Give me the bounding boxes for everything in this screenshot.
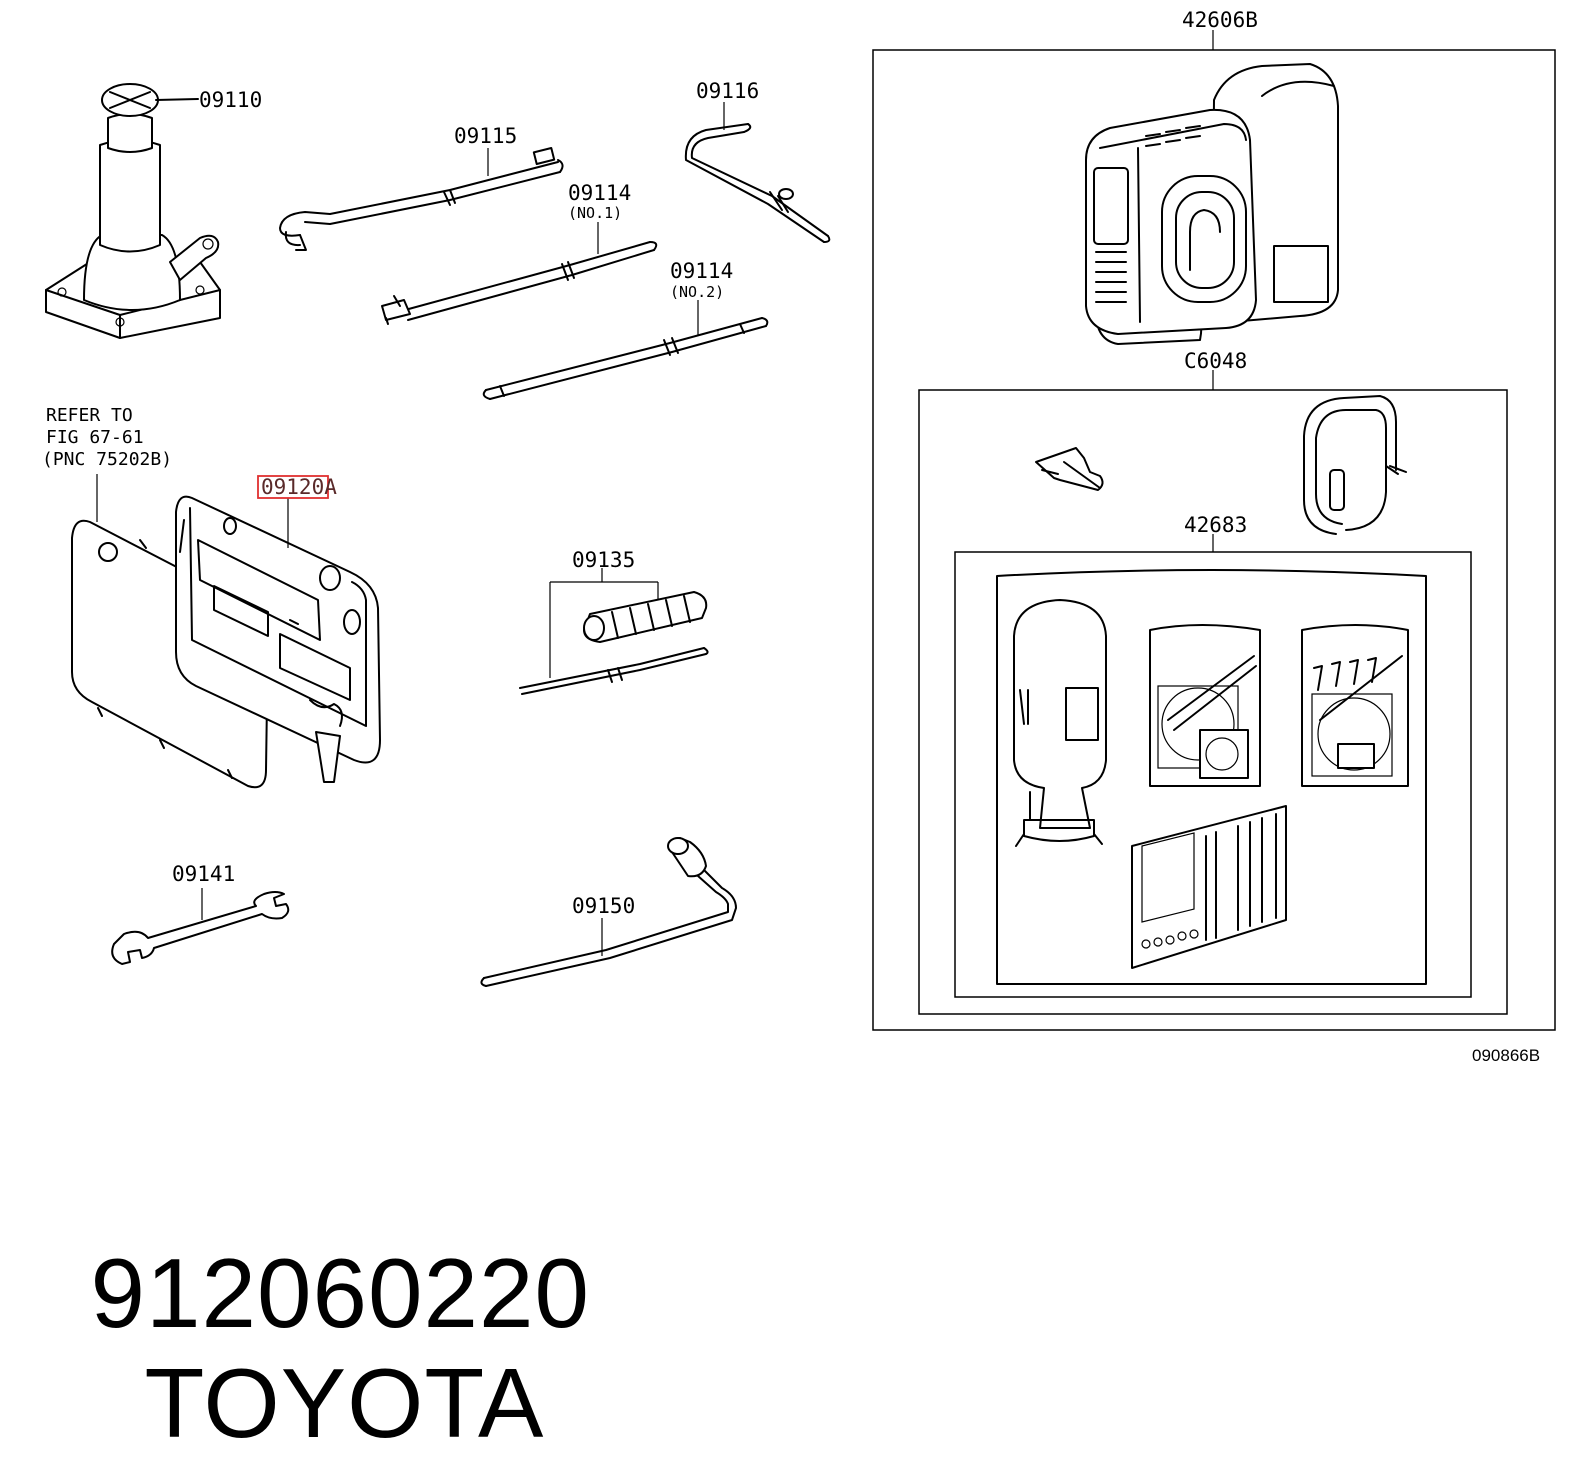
extension-no2-illustration bbox=[482, 300, 769, 400]
refer-note-line1: REFER TO bbox=[46, 405, 133, 426]
open-end-wrench-illustration bbox=[111, 891, 290, 965]
label-tool-tray[interactable]: 09120A bbox=[261, 475, 337, 499]
compressor-illustration bbox=[1085, 63, 1339, 345]
label-screwdriver[interactable]: 09135 bbox=[572, 548, 635, 572]
lug-wrench-illustration bbox=[480, 837, 737, 987]
label-extension-no1-sub[interactable]: (NO.1) bbox=[568, 204, 622, 222]
label-extension-no1-number[interactable]: 09114 bbox=[568, 181, 631, 205]
brand-name: TOYOTA bbox=[144, 1348, 545, 1458]
label-wrench[interactable]: 09141 bbox=[172, 862, 235, 886]
air-hose-illustration bbox=[1303, 395, 1407, 535]
label-compressor-parts[interactable]: C6048 bbox=[1184, 349, 1247, 373]
sticker-card-1-illustration bbox=[1149, 624, 1261, 787]
repair-kit-frame bbox=[872, 49, 1556, 1031]
refer-note-line3: (PNC 75202B) bbox=[42, 449, 172, 470]
label-jack-handle[interactable]: 09115 bbox=[454, 124, 517, 148]
label-crank[interactable]: 09116 bbox=[696, 79, 759, 103]
refer-note: REFER TO FIG 67-61 (PNC 75202B) bbox=[42, 405, 172, 470]
valve-adapter-illustration bbox=[1035, 447, 1104, 491]
label-lug-wrench[interactable]: 09150 bbox=[572, 894, 635, 918]
figure-id: 090866B bbox=[1472, 1046, 1540, 1065]
label-extension-no2-sub[interactable]: (NO.2) bbox=[670, 283, 724, 301]
instruction-sheet-illustration bbox=[1131, 805, 1287, 969]
sealant-kit-bag bbox=[996, 569, 1427, 985]
sticker-card-2-illustration bbox=[1301, 624, 1409, 787]
footer: 912060220 TOYOTA bbox=[34, 1128, 590, 1458]
extension-no1-illustration bbox=[381, 222, 658, 325]
parts-diagram: 09110 09115 09114 (NO.1) 09114 (NO.2) bbox=[42, 8, 1556, 1065]
refer-note-line2: FIG 67-61 bbox=[46, 427, 144, 448]
screwdriver-illustration bbox=[519, 568, 709, 695]
label-jack[interactable]: 09110 bbox=[199, 88, 262, 112]
label-repair-kit[interactable]: 42606B bbox=[1182, 8, 1258, 32]
jack-illustration bbox=[45, 83, 221, 339]
tool-tray-highlight-box bbox=[257, 475, 329, 499]
sealant-kit-frame bbox=[954, 551, 1472, 998]
tool-tray-illustration bbox=[175, 495, 381, 783]
label-extension-no2-number[interactable]: 09114 bbox=[670, 259, 733, 283]
sealant-bottle-illustration bbox=[1013, 599, 1107, 847]
jack-handle-illustration bbox=[279, 147, 564, 251]
part-number: 912060220 bbox=[90, 1238, 590, 1348]
crank-handle-illustration bbox=[684, 102, 831, 243]
compressor-parts-frame bbox=[918, 389, 1508, 1015]
label-sealant-kit[interactable]: 42683 bbox=[1184, 513, 1247, 537]
